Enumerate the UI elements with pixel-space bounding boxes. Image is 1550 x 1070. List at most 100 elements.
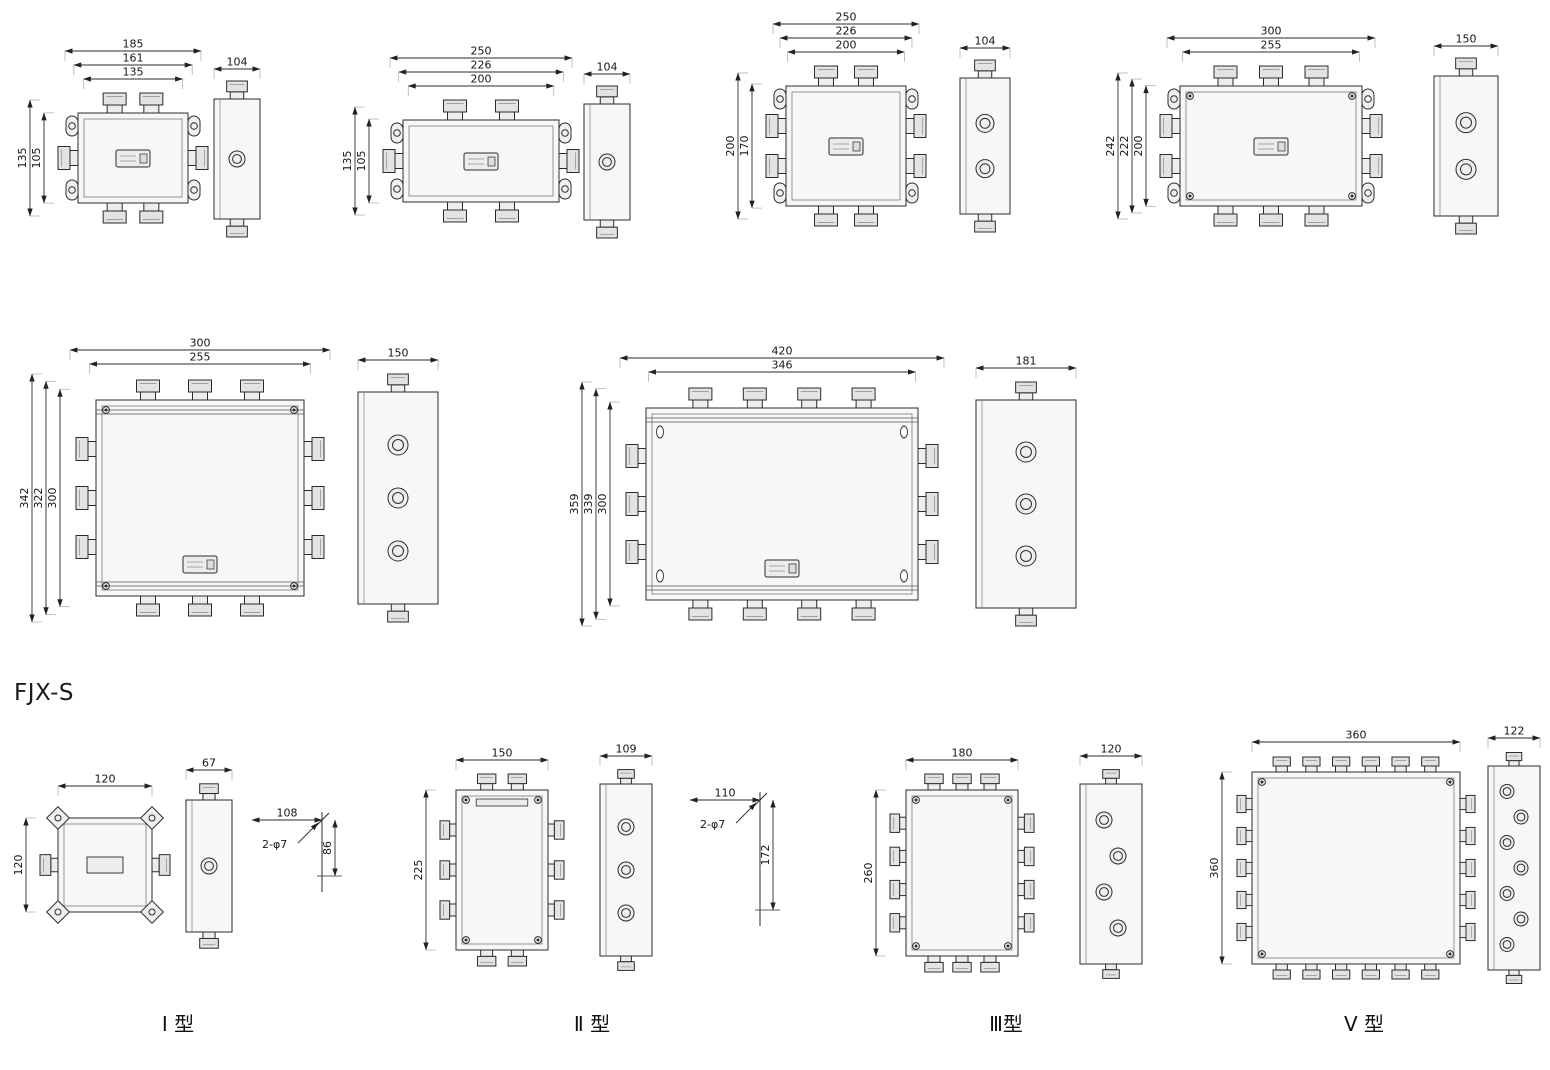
dim-label: 135 (341, 151, 354, 172)
shape-rect (495, 99, 519, 113)
shape-rect (1364, 765, 1377, 773)
shape-circle (1446, 778, 1454, 786)
side-view: 109 (599, 743, 653, 971)
shape-rect (1332, 756, 1351, 767)
shape-rect (1263, 205, 1279, 215)
shape-rect (852, 141, 861, 152)
shape-rect (889, 913, 901, 933)
shape-circle (1502, 838, 1512, 847)
shape-rect (394, 153, 404, 169)
shape-rect (977, 70, 993, 79)
shape-rect (202, 931, 216, 939)
shape-rect (311, 535, 325, 559)
shape-rect (905, 182, 919, 204)
shape-circle (1015, 545, 1037, 567)
shape-rect (1275, 765, 1288, 773)
shape-rect (206, 559, 215, 570)
shape-rect (983, 783, 997, 791)
shape-circle (1099, 815, 1109, 825)
shape-circle (1188, 94, 1192, 98)
shape-rect (390, 384, 406, 393)
shape-rect (1305, 765, 1318, 773)
shape-rect (499, 201, 515, 211)
shape-rect (507, 773, 528, 785)
shape-ellipse (656, 569, 664, 583)
shape-rect (476, 773, 497, 785)
shape-rect (1394, 963, 1407, 971)
shape-rect (854, 65, 878, 79)
shape-rect (1023, 913, 1035, 933)
dim-label: 170 (738, 136, 751, 157)
shape-rect (187, 150, 197, 166)
dim-label: 222 (1118, 136, 1131, 157)
dim-label: 200 (471, 73, 492, 86)
shape-circle (68, 122, 76, 130)
shape-circle (598, 153, 616, 171)
shape-circle (54, 908, 62, 916)
shape-circle (392, 439, 404, 451)
shape-circle (536, 938, 540, 942)
dim-label: 180 (952, 747, 973, 760)
shape-rect (1305, 963, 1318, 971)
shape-circle (1109, 847, 1127, 865)
shape-rect (1369, 114, 1383, 138)
shape-rect (83, 118, 183, 198)
shape-rect (553, 820, 565, 840)
side-view: 122 (1487, 725, 1541, 985)
shape-rect (765, 114, 779, 138)
shape-circle (1350, 94, 1354, 98)
shape-line (297, 822, 319, 844)
shape-rect (1023, 846, 1035, 867)
shape-rect (1023, 813, 1035, 833)
shape-rect (801, 599, 818, 609)
shape-rect (1236, 922, 1247, 942)
dim-label: 250 (836, 11, 857, 24)
shape-circle (1020, 446, 1032, 458)
shape-rect (139, 153, 148, 164)
shape-rect (1361, 118, 1371, 134)
shape-rect (814, 65, 838, 79)
shape-rect (1217, 77, 1234, 87)
dim-label: 360 (1208, 858, 1221, 879)
shape-rect (387, 610, 409, 623)
shape-rect (851, 387, 876, 401)
shape-rect (229, 91, 245, 100)
shape-circle (1460, 116, 1472, 129)
shape-rect (1465, 794, 1476, 814)
shape-circle (776, 189, 784, 197)
shape-rect (136, 603, 160, 617)
dim-label: 86 (321, 841, 334, 855)
shape-rect (1394, 765, 1407, 773)
shape-circle (1188, 194, 1192, 198)
shape-rect (791, 91, 901, 201)
shape-rect (65, 179, 79, 201)
shape-circle (1455, 158, 1477, 180)
shape-rect (75, 535, 89, 559)
shape-rect (905, 88, 919, 110)
shape-rect (1272, 756, 1291, 767)
dim-label: 67 (202, 757, 216, 770)
shape-circle (1258, 950, 1266, 958)
shape-rect (443, 99, 467, 113)
shape-rect (1505, 974, 1523, 985)
shape-circle (1170, 95, 1178, 103)
shape-rect (1465, 858, 1476, 878)
shape-rect (558, 122, 572, 144)
shape-circle (914, 798, 918, 802)
shape-rect (917, 448, 927, 464)
shape-rect (443, 209, 467, 223)
shape-rect (390, 122, 404, 144)
shape-rect (917, 496, 927, 512)
dim-label: 322 (32, 488, 45, 509)
shape-rect (87, 490, 97, 506)
shape-rect (1391, 969, 1410, 980)
shape-circle (1015, 441, 1037, 463)
shape-rect (69, 150, 79, 166)
shape-rect (1167, 182, 1181, 204)
shape-circle (68, 186, 76, 194)
shape-rect (199, 937, 219, 949)
